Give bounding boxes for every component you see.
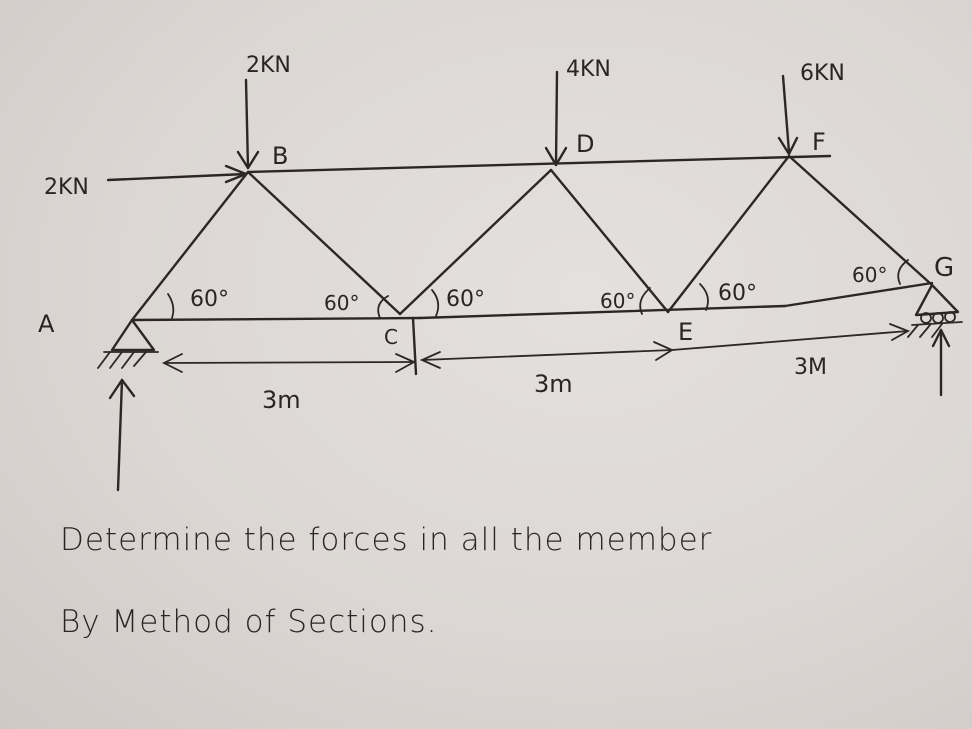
node-label-e: E bbox=[678, 318, 693, 346]
dimension-label-eg: 3M bbox=[794, 355, 827, 380]
angle-arc-e-left bbox=[639, 287, 651, 315]
member-cd bbox=[398, 168, 553, 316]
roller-support-g bbox=[907, 283, 963, 397]
load-label-f: 6KN bbox=[800, 61, 845, 86]
dimension-eg bbox=[671, 323, 911, 351]
load-arrow-d-vertical bbox=[544, 70, 568, 167]
load-arrow-b-horizontal bbox=[106, 164, 248, 184]
dimension-ce bbox=[419, 341, 674, 369]
load-arrow-f-vertical bbox=[777, 74, 799, 156]
angle-arc-g bbox=[897, 259, 909, 285]
pin-support-a bbox=[97, 318, 159, 492]
bottom-chord-eg bbox=[783, 281, 934, 308]
top-chord bbox=[246, 154, 832, 174]
load-label-d: 4KN bbox=[566, 57, 611, 82]
node-label-g: G bbox=[934, 253, 954, 283]
angle-arc-c-right bbox=[431, 289, 440, 317]
angle-label-a: 60° bbox=[190, 287, 229, 312]
member-fg bbox=[787, 154, 934, 287]
load-label-b-horizontal: 2KN bbox=[44, 175, 89, 200]
load-label-b-vertical: 2KN bbox=[246, 53, 291, 78]
bottom-chord-ce bbox=[418, 304, 787, 320]
dimension-label-ac: 3m bbox=[262, 386, 301, 414]
dimension-ac bbox=[161, 316, 418, 376]
angle-label-g: 60° bbox=[852, 263, 887, 287]
bottom-chord-ac bbox=[130, 316, 422, 322]
node-label-d: D bbox=[576, 130, 594, 158]
dimension-label-ce: 3m bbox=[534, 370, 573, 398]
angle-arc-e-right bbox=[699, 283, 709, 311]
angle-label-e-left: 60° bbox=[600, 289, 635, 313]
node-label-a: A bbox=[38, 310, 55, 338]
angle-label-e-right: 60° bbox=[718, 281, 757, 306]
member-ab bbox=[130, 170, 250, 322]
angle-arc-a bbox=[167, 293, 175, 319]
load-arrow-b-vertical bbox=[236, 78, 260, 170]
angle-arc-c-left bbox=[377, 295, 389, 319]
node-label-b: B bbox=[272, 142, 288, 170]
question-line-1: Determine the forces in all the member bbox=[60, 522, 713, 558]
member-ef bbox=[666, 154, 791, 314]
question-line-2: By Method of Sections. bbox=[60, 604, 438, 640]
angle-label-c-right: 60° bbox=[446, 287, 485, 312]
angle-label-c-left: 60° bbox=[324, 291, 359, 315]
member-bc bbox=[246, 170, 402, 316]
node-label-f: F bbox=[812, 128, 826, 156]
node-label-c: C bbox=[384, 325, 398, 349]
